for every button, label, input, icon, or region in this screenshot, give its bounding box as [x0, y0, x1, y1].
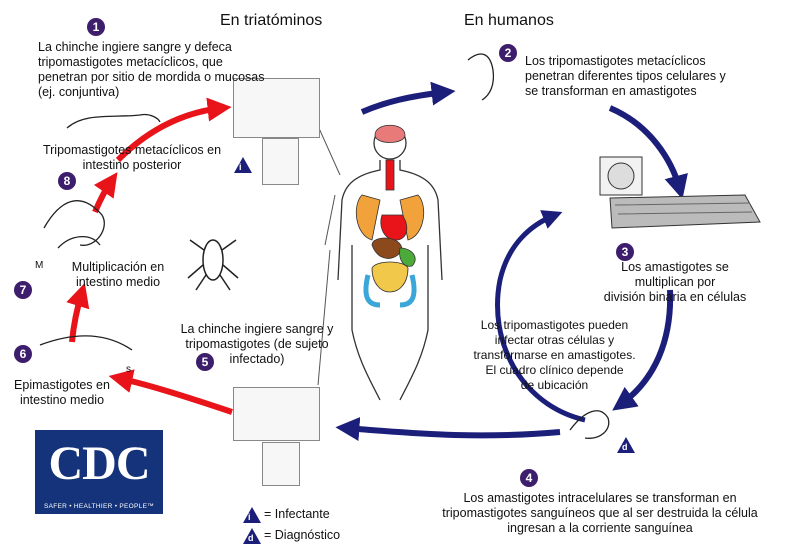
- bite-illustration-bottom: [233, 387, 320, 441]
- arrow-1-to-2: [360, 81, 456, 115]
- bite-detail-top: [262, 138, 299, 185]
- arrow-5-to-6: [108, 369, 233, 415]
- header-humans: En humanos: [464, 12, 554, 29]
- cdc-logo-tagline: SAFER • HEALTHIER • PEOPLE™: [43, 503, 155, 510]
- arrow-7-to-8: [92, 172, 118, 214]
- step-6-text: Epimastigotes en intestino medio: [14, 378, 110, 407]
- arrow-8-to-1: [115, 97, 232, 163]
- arrow-6-to-7: [66, 282, 90, 343]
- arrow-4-to-3-inner: [495, 210, 586, 423]
- cdc-logo-letters: CDC: [48, 437, 151, 490]
- legend-diagnostic-icon: d: [243, 528, 261, 544]
- tissue-cells: [599, 156, 761, 229]
- arrow-2-to-3: [608, 105, 688, 200]
- diagnostic-stage-marker: d: [617, 437, 635, 453]
- marker-s: s: [126, 364, 131, 375]
- step-badge-6: 6: [14, 345, 32, 363]
- arrow-3-to-4: [612, 289, 674, 411]
- step-badge-5: 5: [196, 353, 214, 371]
- legend-diagnostic-label: = Diagnóstico: [264, 528, 341, 542]
- infective-stage-marker: i: [234, 157, 252, 173]
- step-4-text: Los amastigotes intracelulares se transf…: [442, 491, 758, 535]
- step-badge-1: 1: [87, 18, 105, 36]
- step-badge-7: 7: [14, 281, 32, 299]
- step-3-text: Los amastigotes se multiplican por divis…: [603, 260, 747, 304]
- step-badge-3: 3: [616, 243, 634, 261]
- organs: [355, 124, 425, 308]
- step-7-text: Multiplicación en intestino medio: [71, 260, 165, 289]
- step-2-text: Los tripomastigotes metacíclicos penetra…: [525, 54, 726, 98]
- legend-infective-icon: i: [243, 507, 261, 523]
- step-8-text: Tripomastigotes metacíclicos en intestin…: [42, 143, 222, 172]
- bite-illustration-top: [233, 78, 320, 138]
- cdc-logo: CDC SAFER • HEALTHIER • PEOPLE™: [35, 430, 163, 514]
- step-badge-2: 2: [499, 44, 517, 62]
- header-triatomines: En triatóminos: [220, 12, 323, 29]
- parasite-sketches: [39, 53, 610, 439]
- inner-note-text: Los tripomastigotes pueden infectar otra…: [473, 318, 636, 392]
- bite-detail-bottom: [262, 442, 300, 486]
- step-badge-4: 4: [520, 469, 538, 487]
- legend-infective-label: = Infectante: [264, 507, 330, 521]
- step-badge-8: 8: [58, 172, 76, 190]
- step-5-text: La chinche ingiere sangre y tripomastigo…: [180, 322, 334, 366]
- arrow-4-to-5: [335, 417, 561, 442]
- step-1-text: La chinche ingiere sangre y defeca tripo…: [38, 40, 265, 99]
- bug-sketch: [187, 239, 239, 291]
- marker-m: M: [35, 260, 44, 271]
